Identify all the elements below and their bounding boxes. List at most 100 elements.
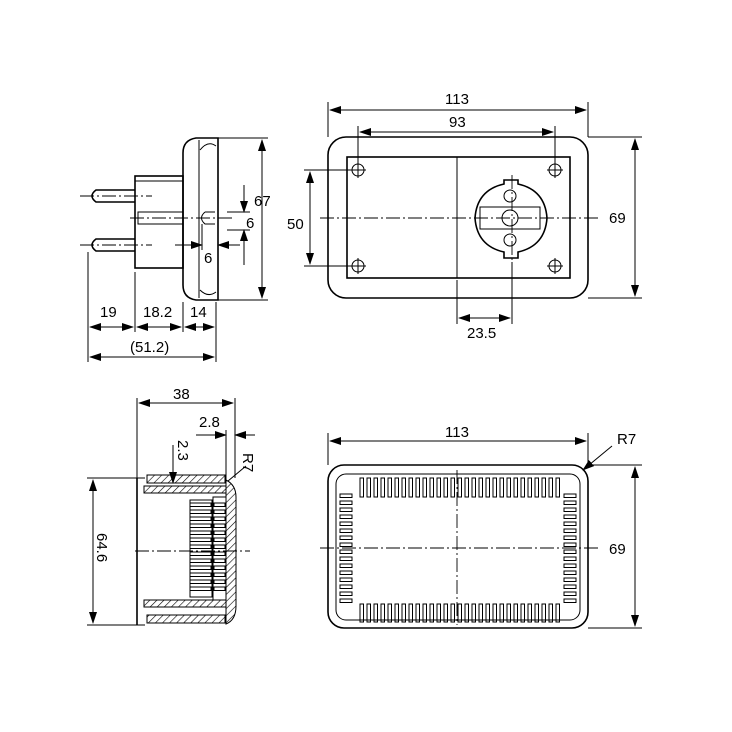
vent-slot — [189, 523, 212, 528]
vent-slot — [563, 521, 577, 526]
vent-slot — [408, 603, 413, 623]
vent-slot — [450, 477, 455, 498]
vent-slot — [213, 502, 226, 507]
vent-slot — [339, 591, 353, 596]
vent-slot — [464, 603, 469, 623]
vent-slot — [394, 477, 399, 498]
vent-slot — [213, 572, 226, 577]
vent-slot — [563, 549, 577, 554]
vent-slot — [415, 477, 420, 498]
section-view: 38 2.8 2.3 R7 64.6 — [87, 386, 256, 626]
vent-slot — [563, 514, 577, 519]
vent-slot — [213, 530, 226, 535]
vent-slot — [339, 542, 353, 547]
vent-slot — [520, 603, 525, 623]
vent-slot — [380, 477, 385, 498]
vent-slot — [513, 477, 518, 498]
vent-slot — [563, 577, 577, 582]
vent-slot — [339, 514, 353, 519]
vent-slot — [339, 598, 353, 603]
vent-slot — [555, 603, 560, 623]
vent-slot — [548, 603, 553, 623]
vent-slot — [471, 603, 476, 623]
vent-slot — [366, 603, 371, 623]
dim-r7-back: R7 — [617, 431, 636, 448]
dim-r7-section: R7 — [239, 453, 256, 472]
dim-2-3: 2.3 — [174, 440, 191, 461]
vent-slot — [189, 516, 212, 521]
vent-slot — [464, 477, 469, 498]
vent-slot — [457, 603, 462, 623]
vent-slot — [471, 477, 476, 498]
vent-slot — [339, 570, 353, 575]
vent-slot — [339, 577, 353, 582]
vent-slot — [450, 603, 455, 623]
vent-slot — [189, 572, 212, 577]
vent-slot — [213, 516, 226, 521]
vent-slot — [422, 603, 427, 623]
side-plug-view: 67 6 6 19 18.2 14 (51.2) — [80, 137, 271, 362]
vent-slot — [213, 509, 226, 514]
vent-slot — [213, 523, 226, 528]
vent-slot — [563, 500, 577, 505]
vent-slot — [359, 477, 364, 498]
vent-slot — [366, 477, 371, 498]
vent-slot — [563, 591, 577, 596]
vent-slot — [527, 477, 532, 498]
vent-slot — [485, 477, 490, 498]
dim-6-vertical: 6 — [246, 215, 254, 232]
vent-slot — [563, 535, 577, 540]
dim-2-8: 2.8 — [199, 414, 220, 431]
vent-slot — [189, 586, 212, 591]
vent-slot — [534, 477, 539, 498]
vent-slot — [373, 477, 378, 498]
vent-slot — [394, 603, 399, 623]
dim-113-bottom: 113 — [445, 424, 469, 441]
dim-38: 38 — [173, 386, 190, 403]
vent-slot — [563, 598, 577, 603]
vent-slot — [213, 544, 226, 549]
vent-slot — [213, 551, 226, 556]
section-fins — [189, 502, 226, 591]
screw-holes — [350, 162, 563, 274]
vent-slot — [359, 603, 364, 623]
vent-slot — [506, 603, 511, 623]
vent-slot — [513, 603, 518, 623]
vent-slot — [520, 477, 525, 498]
dim-93: 93 — [449, 114, 466, 131]
vent-slot — [373, 603, 378, 623]
dim-50: 50 — [287, 216, 304, 233]
dim-64-6: 64.6 — [93, 533, 110, 562]
vent-slot — [563, 528, 577, 533]
vent-slot — [457, 477, 462, 498]
vent-slot — [506, 477, 511, 498]
dim-6-horizontal: 6 — [204, 250, 212, 267]
socket-outlet — [474, 175, 548, 262]
vent-slot — [563, 542, 577, 547]
vent-slot — [443, 603, 448, 623]
vent-slot — [499, 603, 504, 623]
dim-69-top: 69 — [609, 210, 626, 227]
vent-slot — [339, 528, 353, 533]
vent-slot — [563, 563, 577, 568]
vent-slot — [189, 551, 212, 556]
dim-19: 19 — [100, 304, 117, 321]
dim-23-5: 23.5 — [467, 325, 496, 342]
vent-slot — [189, 579, 212, 584]
vent-slot — [189, 558, 212, 563]
vent-slot — [189, 537, 212, 542]
vent-slot — [563, 584, 577, 589]
front-socket-view: 113 93 50 69 23.5 — [287, 91, 642, 342]
vent-slot — [213, 565, 226, 570]
vent-slot — [429, 603, 434, 623]
vent-slot — [339, 584, 353, 589]
vent-slot — [429, 477, 434, 498]
vent-slot — [563, 493, 577, 498]
vent-slot — [436, 603, 441, 623]
dim-14: 14 — [190, 304, 207, 321]
vent-slot — [189, 530, 212, 535]
vent-slot — [436, 477, 441, 498]
vent-slot — [422, 477, 427, 498]
vent-slot — [387, 603, 392, 623]
